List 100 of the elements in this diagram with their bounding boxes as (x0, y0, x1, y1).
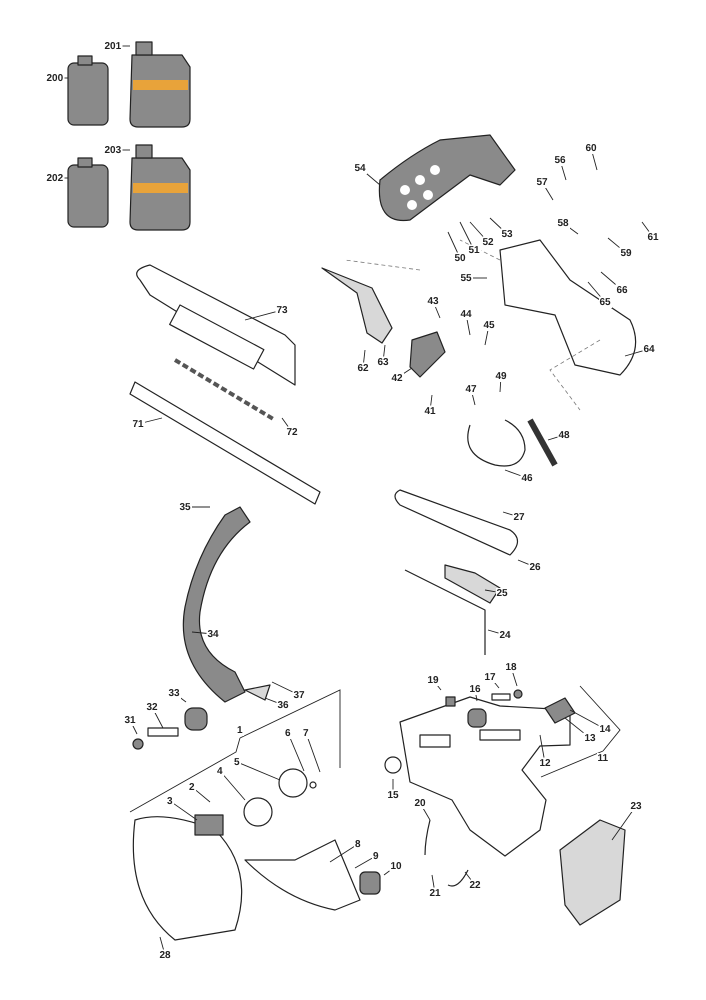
callout-number: 45 (482, 320, 496, 330)
leader-line (436, 685, 442, 690)
callout-number: 53 (500, 228, 514, 240)
leader-line (490, 218, 502, 229)
callout-number: 64 (642, 344, 656, 354)
callout-number: 46 (520, 472, 534, 484)
callout-number: 26 (528, 562, 542, 572)
leader-line (588, 282, 601, 297)
callout-number: 63 (376, 356, 390, 368)
leader-line (330, 846, 354, 862)
callout-number: 12 (538, 758, 552, 768)
callout-number: 202 (46, 172, 64, 184)
leader-line (434, 306, 440, 318)
callout-number: 5 (233, 756, 241, 768)
leader-line (240, 763, 280, 780)
callout-number: 32 (146, 702, 159, 712)
leader-line (464, 872, 472, 880)
callout-number: 1 (236, 724, 244, 736)
callout-number: 17 (484, 672, 497, 682)
callout-number: 41 (424, 406, 437, 416)
leader-line (608, 238, 620, 248)
leader-line (160, 936, 164, 950)
leader-line (460, 222, 472, 245)
leader-line (130, 689, 340, 812)
leader-line (470, 222, 484, 237)
callout-number: 56 (554, 154, 567, 166)
callout-number: 66 (616, 284, 629, 296)
callout-number: 7 (302, 728, 310, 738)
callout-number: 57 (536, 176, 549, 188)
leader-line (561, 165, 566, 180)
leader-line (144, 418, 162, 423)
callout-number: 37 (292, 690, 306, 700)
callout-number: 2 (188, 782, 196, 792)
callout-number: 23 (630, 800, 643, 812)
callout-number: 16 (468, 684, 482, 694)
callout-number: 59 (620, 248, 633, 258)
leader-line (504, 470, 521, 476)
callout-number: 19 (426, 674, 440, 686)
callout-number: 25 (496, 588, 509, 598)
leader-line (363, 350, 366, 363)
leader-line (570, 710, 599, 726)
leader-line (518, 560, 529, 565)
callout-number: 72 (286, 426, 299, 438)
leader-line (500, 381, 502, 392)
leader-line (154, 712, 164, 728)
callout-number: 9 (372, 850, 380, 862)
leader-line (548, 436, 558, 440)
callout-number: 43 (426, 296, 440, 306)
callout-number: 24 (498, 630, 512, 640)
leader-line (624, 350, 643, 356)
callout-number: 60 (584, 142, 598, 154)
callout-number: 27 (512, 512, 526, 522)
leader-line (475, 694, 478, 702)
callout-number: 21 (428, 888, 442, 898)
callout-number: 51 (468, 244, 481, 256)
callout-number: 31 (124, 714, 137, 726)
callout-number: 35 (178, 502, 192, 512)
leader-line (403, 368, 412, 374)
callout-number: 50 (454, 252, 467, 264)
callout-number: 62 (356, 362, 370, 374)
leader-line (569, 227, 578, 234)
leader-line (448, 232, 458, 253)
leader-line (290, 738, 304, 772)
leader-line (600, 272, 616, 285)
leader-line (544, 187, 554, 200)
leader-line (502, 512, 513, 516)
callout-number: 36 (276, 700, 290, 710)
callout-number: 49 (494, 370, 508, 382)
callout-number: 42 (390, 372, 404, 384)
callout-number: 71 (132, 418, 145, 430)
leader-line (354, 858, 372, 868)
leader-line (132, 725, 138, 734)
leader-line (308, 738, 320, 772)
callout-number: 15 (386, 790, 400, 800)
callout-number: 201 (104, 40, 122, 52)
leader-line (564, 718, 584, 734)
leader-line (383, 344, 386, 357)
callout-number: 3 (166, 796, 174, 806)
leader-line (244, 311, 276, 320)
leader-line (224, 775, 246, 800)
leader-line (196, 790, 210, 802)
leader-line (484, 590, 496, 592)
callout-number: 55 (460, 272, 473, 284)
callout-number: 33 (168, 688, 181, 698)
leader-line (612, 811, 633, 840)
leader-line (422, 808, 430, 820)
callout-number: 13 (584, 732, 597, 744)
leader-line (366, 173, 380, 186)
leader-line (180, 697, 186, 702)
leader-line (540, 734, 544, 758)
leader-line (272, 682, 293, 692)
callout-number: 203 (104, 144, 122, 156)
leader-line (488, 630, 499, 634)
callout-number: 11 (596, 752, 610, 764)
leader-line (430, 394, 432, 406)
callout-number: 8 (354, 838, 362, 850)
callout-number: 10 (390, 860, 403, 872)
leader-line (174, 803, 198, 820)
leader-line (512, 672, 518, 686)
callout-number: 4 (216, 766, 224, 776)
